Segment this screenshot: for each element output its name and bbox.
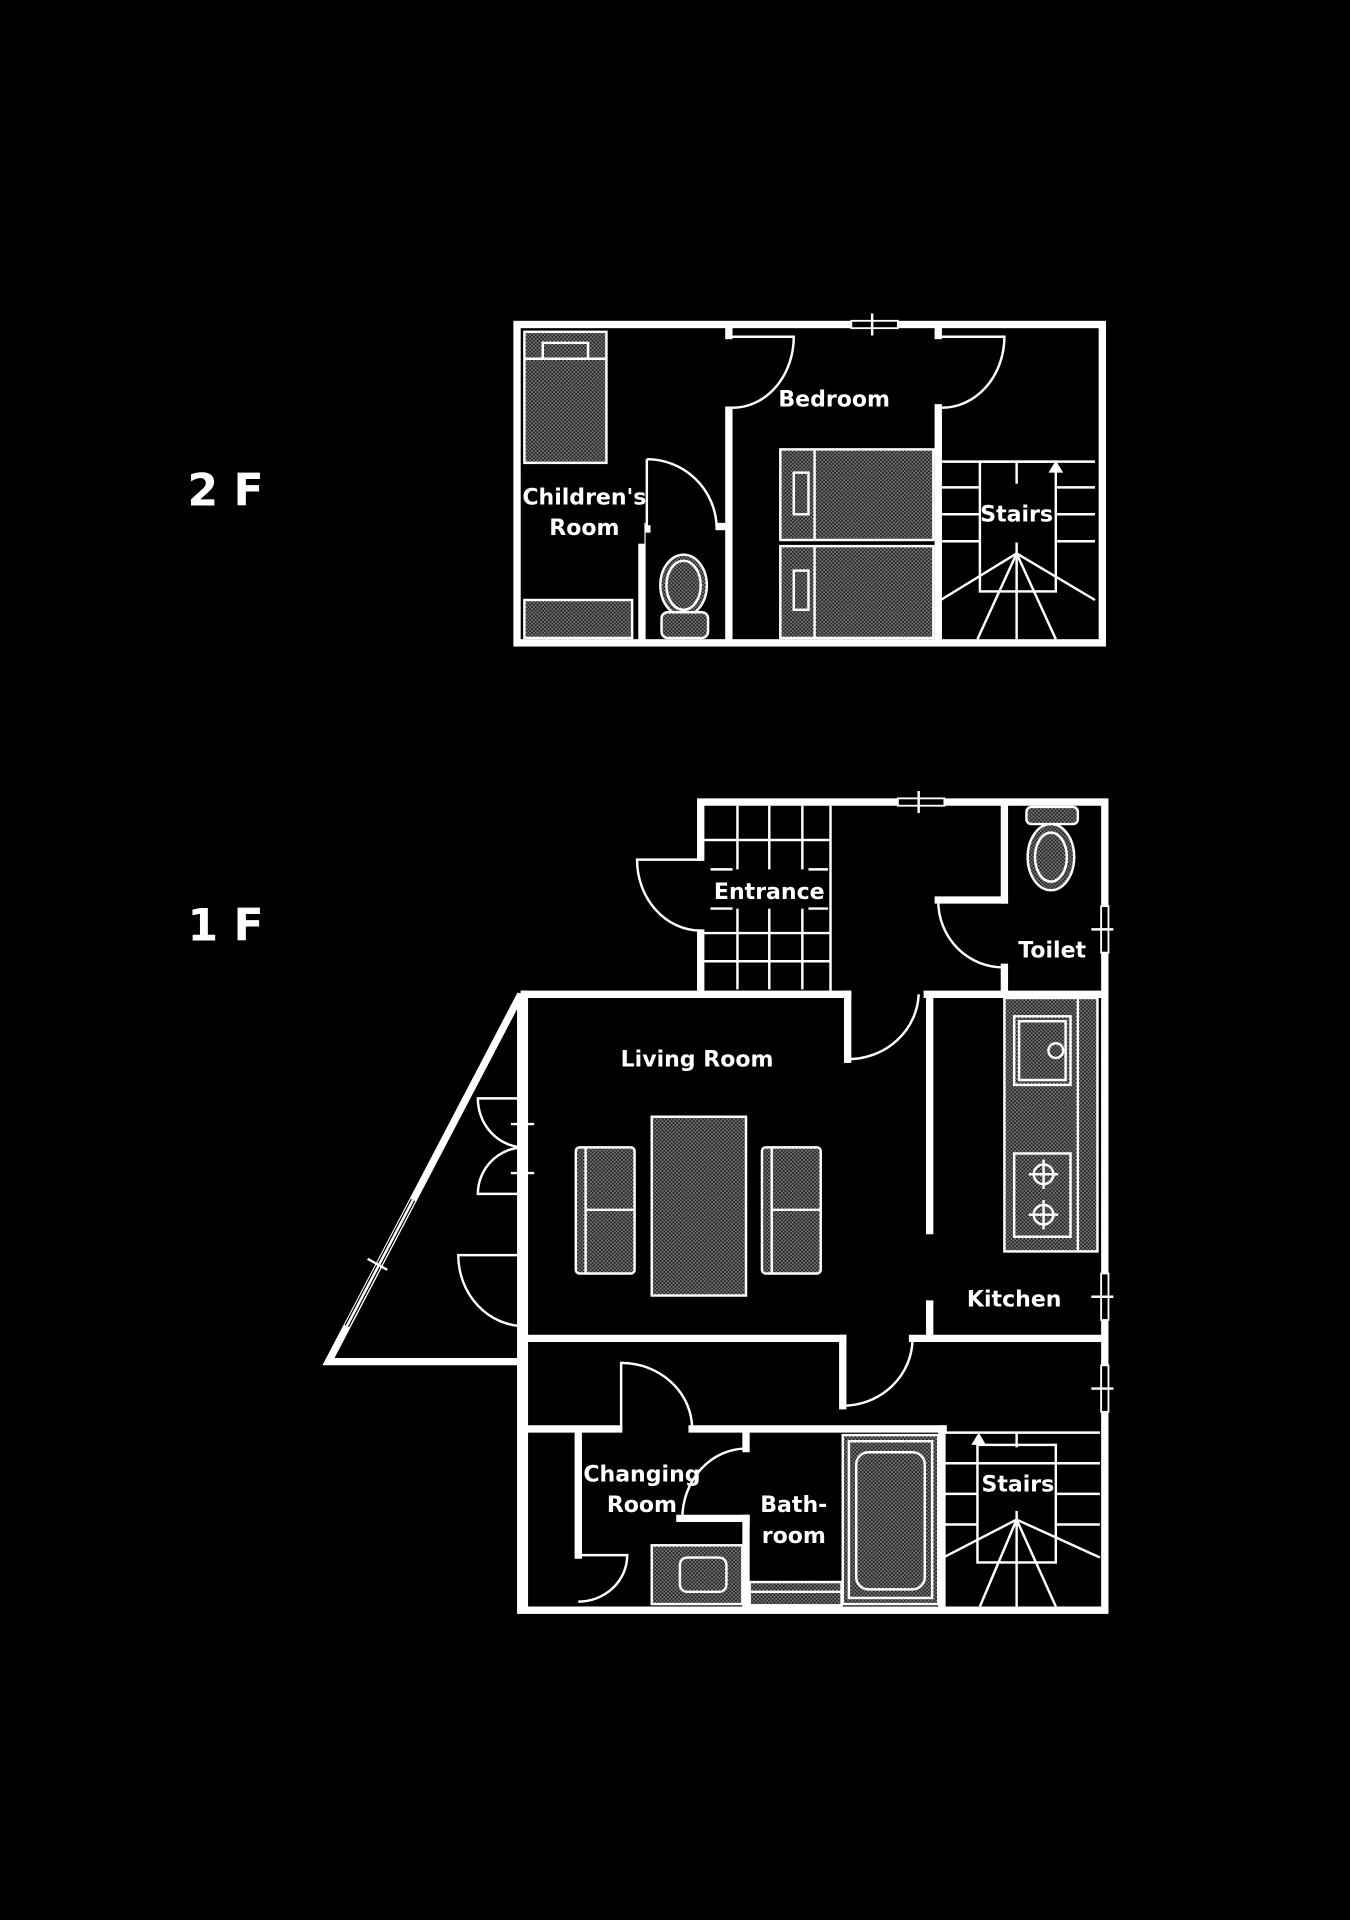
room-label-entrance: Entrance bbox=[714, 880, 825, 905]
room-label-kitchen: Kitchen bbox=[967, 1288, 1062, 1313]
second-floor-plan: Children's Room Bedroom Stairs bbox=[513, 313, 1107, 647]
stairs-icon bbox=[942, 1431, 1101, 1608]
stove-icon bbox=[1012, 1152, 1072, 1238]
washing-machine-icon bbox=[650, 1544, 744, 1606]
room-label-changing: Changing bbox=[583, 1463, 700, 1488]
bed-icon bbox=[523, 330, 608, 465]
room-label-bathroom: Bath- bbox=[760, 1493, 827, 1518]
sofa-icon bbox=[574, 1146, 636, 1275]
door-icon bbox=[732, 335, 796, 409]
stairs-icon bbox=[940, 460, 1096, 640]
room-label-bedroom: Bedroom bbox=[778, 388, 890, 413]
bathtub-icon bbox=[841, 1433, 940, 1606]
door-icon bbox=[645, 457, 718, 527]
window-icon bbox=[896, 791, 946, 814]
window-icon bbox=[1091, 1272, 1114, 1321]
door-icon bbox=[457, 1253, 525, 1328]
floor-label-1f: 1 F bbox=[188, 900, 264, 951]
door-icon bbox=[842, 1338, 914, 1407]
floor-label-2f: 2 F bbox=[188, 466, 264, 517]
outer-wall bbox=[513, 320, 1107, 647]
room-label-stairs: Stairs bbox=[980, 503, 1053, 528]
door-icon bbox=[578, 1553, 629, 1603]
desk-icon bbox=[523, 598, 634, 640]
window-icon bbox=[1091, 905, 1114, 954]
room-label-living: Living Room bbox=[621, 1048, 774, 1073]
door-icon bbox=[635, 858, 701, 932]
room-label-childrens: Room bbox=[549, 516, 619, 541]
entrance-tiles bbox=[704, 805, 832, 992]
sink-icon bbox=[1012, 1015, 1072, 1087]
toilet-icon bbox=[1025, 805, 1080, 892]
door-icon bbox=[847, 994, 920, 1061]
room-label-changing: Room bbox=[607, 1493, 677, 1518]
sofa-icon bbox=[760, 1146, 822, 1275]
door-icon bbox=[941, 335, 1006, 409]
window-icon bbox=[1091, 1364, 1114, 1413]
room-label-bathroom: room bbox=[762, 1524, 826, 1549]
door-icon bbox=[476, 1097, 525, 1196]
bed-icon bbox=[779, 544, 935, 640]
bath-bench bbox=[748, 1580, 843, 1607]
room-label-toilet: Toilet bbox=[1018, 939, 1086, 964]
room-label-stairs: Stairs bbox=[981, 1472, 1054, 1497]
room-label-childrens: Children's bbox=[522, 485, 646, 510]
window-icon bbox=[344, 1198, 416, 1328]
door-icon bbox=[681, 1447, 747, 1519]
window-icon bbox=[850, 313, 899, 336]
bed-icon bbox=[779, 448, 935, 542]
toilet-icon bbox=[659, 553, 710, 640]
door-icon bbox=[619, 1361, 694, 1429]
first-floor-plan: Entrance Toilet Living Room Kitchen Chan… bbox=[322, 791, 1114, 1614]
table-icon bbox=[650, 1115, 748, 1297]
door-icon bbox=[937, 901, 1004, 969]
